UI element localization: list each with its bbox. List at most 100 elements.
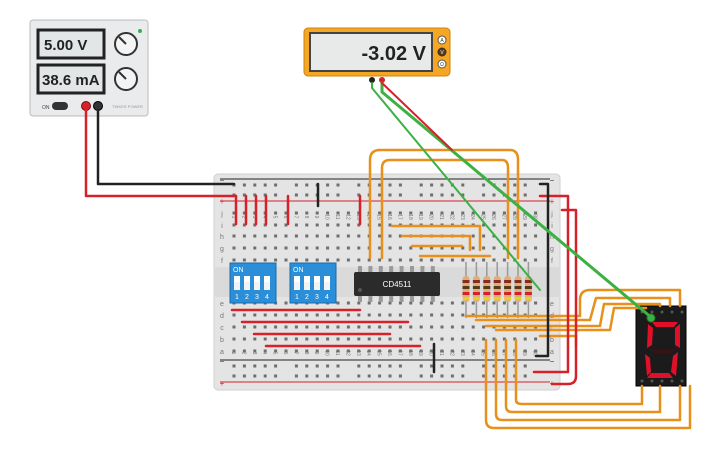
breadboard-hole[interactable] — [294, 337, 298, 341]
breadboard-hole[interactable] — [284, 337, 288, 341]
rail-hole[interactable] — [388, 193, 392, 197]
breadboard-hole[interactable] — [367, 349, 371, 353]
breadboard-hole[interactable] — [388, 337, 392, 341]
wire-orange-loop[interactable] — [514, 338, 644, 406]
breadboard-hole[interactable] — [450, 211, 454, 215]
breadboard-hole[interactable] — [367, 325, 371, 329]
rail-hole[interactable] — [305, 364, 309, 368]
breadboard-hole[interactable] — [367, 337, 371, 341]
breadboard-hole[interactable] — [534, 337, 538, 341]
wire-orange-loop[interactable] — [504, 338, 662, 414]
breadboard-hole[interactable] — [232, 234, 236, 238]
rail-hole[interactable] — [502, 374, 506, 378]
breadboard-hole[interactable] — [482, 223, 486, 227]
breadboard-hole[interactable] — [430, 337, 434, 341]
breadboard-hole[interactable] — [253, 223, 257, 227]
breadboard-hole[interactable] — [471, 246, 475, 250]
breadboard-hole[interactable] — [419, 258, 423, 262]
breadboard-hole[interactable] — [409, 301, 413, 305]
rail-hole[interactable] — [336, 364, 340, 368]
breadboard-hole[interactable] — [242, 325, 246, 329]
rail-hole[interactable] — [253, 183, 257, 187]
power-supply[interactable]: 5.00 V 38.6 mA ON TINKER POWER — [29, 19, 149, 117]
rail-hole[interactable] — [253, 374, 257, 378]
wire-red-power[interactable] — [84, 108, 238, 198]
dip-toggle[interactable] — [304, 276, 310, 290]
rail-hole[interactable] — [253, 364, 257, 368]
probe-wire-red[interactable] — [380, 81, 654, 320]
rail-hole[interactable] — [502, 183, 506, 187]
rail-hole[interactable] — [253, 193, 257, 197]
breadboard-hole[interactable] — [346, 258, 350, 262]
breadboard-hole[interactable] — [315, 349, 319, 353]
breadboard-hole[interactable] — [492, 258, 496, 262]
rail-hole[interactable] — [482, 364, 486, 368]
rail-hole[interactable] — [378, 193, 382, 197]
breadboard-hole[interactable] — [523, 223, 527, 227]
breadboard-hole[interactable] — [482, 325, 486, 329]
breadboard-hole[interactable] — [523, 349, 527, 353]
breadboard-hole[interactable] — [502, 301, 506, 305]
breadboard-hole[interactable] — [482, 258, 486, 262]
rail-hole[interactable] — [263, 193, 267, 197]
breadboard-hole[interactable] — [461, 313, 465, 317]
breadboard-hole[interactable] — [398, 337, 402, 341]
rail-hole[interactable] — [378, 374, 382, 378]
rail-hole[interactable] — [378, 183, 382, 187]
breadboard-hole[interactable] — [388, 234, 392, 238]
breadboard-hole[interactable] — [242, 258, 246, 262]
breadboard-hole[interactable] — [513, 301, 517, 305]
dip-toggle[interactable] — [254, 276, 260, 290]
rail-hole[interactable] — [336, 193, 340, 197]
breadboard-hole[interactable] — [513, 223, 517, 227]
rail-hole[interactable] — [367, 374, 371, 378]
breadboard-hole[interactable] — [357, 258, 361, 262]
breadboard-hole[interactable] — [430, 349, 434, 353]
breadboard-hole[interactable] — [513, 211, 517, 215]
rail-hole[interactable] — [326, 374, 330, 378]
breadboard-hole[interactable] — [294, 211, 298, 215]
breadboard-hole[interactable] — [326, 313, 330, 317]
rail-hole[interactable] — [378, 364, 382, 368]
probe-black-jack[interactable] — [369, 77, 375, 83]
breadboard-hole[interactable] — [534, 234, 538, 238]
rail-hole[interactable] — [430, 183, 434, 187]
breadboard-hole[interactable] — [284, 349, 288, 353]
breadboard-hole[interactable] — [378, 211, 382, 215]
breadboard-hole[interactable] — [450, 337, 454, 341]
rail-hole[interactable] — [388, 374, 392, 378]
wire-orange-to-display[interactable] — [494, 306, 648, 332]
breadboard-hole[interactable] — [409, 313, 413, 317]
breadboard-hole[interactable] — [253, 246, 257, 250]
breadboard-hole[interactable] — [450, 349, 454, 353]
breadboard-hole[interactable] — [419, 325, 423, 329]
rail-hole[interactable] — [326, 193, 330, 197]
rail-hole[interactable] — [492, 364, 496, 368]
breadboard-hole[interactable] — [523, 337, 527, 341]
breadboard-hole[interactable] — [523, 246, 527, 250]
breadboard-hole[interactable] — [378, 325, 382, 329]
breadboard-hole[interactable] — [398, 258, 402, 262]
breadboard-hole[interactable] — [232, 349, 236, 353]
breadboard-hole[interactable] — [357, 313, 361, 317]
rail-hole[interactable] — [357, 193, 361, 197]
breadboard-hole[interactable] — [242, 337, 246, 341]
breadboard-hole[interactable] — [253, 234, 257, 238]
breadboard-hole[interactable] — [440, 246, 444, 250]
wire-orange-to-display[interactable] — [484, 302, 662, 328]
breadboard-hole[interactable] — [315, 337, 319, 341]
breadboard-hole[interactable] — [378, 234, 382, 238]
rail-hole[interactable] — [482, 193, 486, 197]
breadboard-hole[interactable] — [274, 325, 278, 329]
rail-hole[interactable] — [430, 193, 434, 197]
wire-orange-arc[interactable] — [380, 158, 510, 260]
breadboard-hole[interactable] — [232, 258, 236, 262]
rail-hole[interactable] — [492, 193, 496, 197]
breadboard-hole[interactable] — [336, 325, 340, 329]
breadboard-hole[interactable] — [326, 246, 330, 250]
breadboard-hole[interactable] — [274, 337, 278, 341]
rail-hole[interactable] — [440, 374, 444, 378]
power-switch[interactable] — [52, 102, 68, 110]
cd4511-chip[interactable]: CD4511 — [354, 266, 440, 302]
breadboard-hole[interactable] — [326, 258, 330, 262]
